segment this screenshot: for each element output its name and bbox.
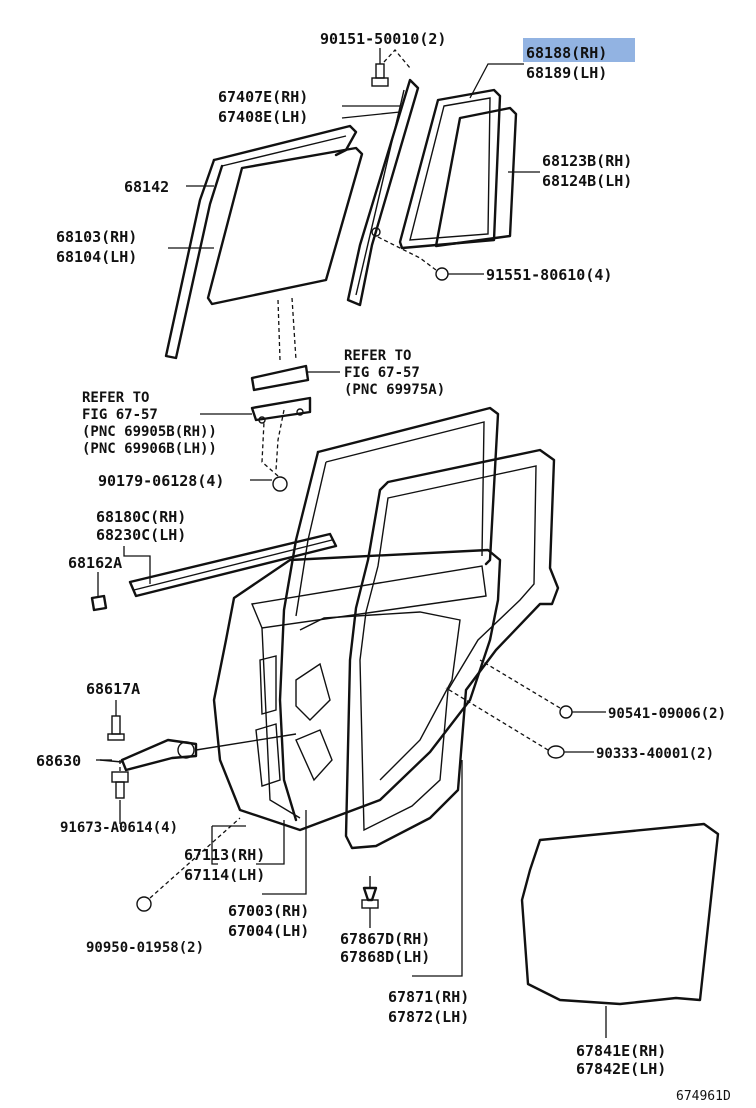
- belt-weatherstrip-68180-drawing: [128, 532, 338, 598]
- label-67872: 67872(LH): [388, 1008, 469, 1026]
- door-check-68630-drawing: [99, 733, 297, 772]
- bolt-91673-drawing: [111, 760, 129, 799]
- ref1-line1: REFER TO: [344, 348, 411, 364]
- label-67113: 67113(RH): [184, 846, 265, 864]
- label-67408: 67408E(LH): [218, 108, 308, 126]
- ref2-line4: (PNC 69906B(LH)): [82, 441, 217, 457]
- label-91673: 91673-A0614(4): [60, 820, 178, 836]
- label-68124: 68124B(LH): [542, 172, 632, 190]
- label-67407: 67407E(RH): [218, 88, 308, 106]
- label-68104: 68104(LH): [56, 248, 137, 266]
- label-67004: 67004(LH): [228, 922, 309, 940]
- label-90151: 90151-50010(2): [320, 30, 446, 48]
- label-68142: 68142: [124, 178, 169, 196]
- division-bar-67407-drawing: [346, 78, 420, 307]
- label-67842: 67842E(LH): [576, 1060, 666, 1078]
- label-68162: 68162A: [68, 554, 122, 572]
- label-68180: 68180C(RH): [96, 508, 186, 526]
- run-channel-68142-drawing: [164, 124, 358, 360]
- channel-69975a-drawing: [250, 364, 310, 392]
- ref1-line3: (PNC 69975A): [344, 382, 445, 398]
- plug-90950-drawing: [136, 817, 241, 912]
- label-67867: 67867D(RH): [340, 930, 430, 948]
- quarter-glass-68123-drawing: [434, 106, 518, 248]
- door-glass-68103-drawing: [206, 146, 364, 306]
- label-90541: 90541-09006(2): [608, 706, 726, 722]
- bolt-68617a-drawing: [107, 715, 125, 741]
- service-cover-67841e-drawing: [520, 822, 720, 1006]
- highlight-box: [523, 38, 635, 62]
- figure-id: 674961D: [676, 1089, 731, 1104]
- label-68188: 68188(RH): [526, 44, 607, 62]
- glass-guide-drawing: [275, 297, 297, 471]
- label-68630: 68630: [36, 752, 81, 770]
- label-90333: 90333-40001(2): [596, 746, 714, 762]
- label-68617: 68617A: [86, 680, 140, 698]
- channel-69905b-drawing: [250, 396, 312, 424]
- label-67114: 67114(LH): [184, 866, 265, 884]
- label-67003: 67003(RH): [228, 902, 309, 920]
- door-weatherstrip-67871-drawing: [344, 448, 560, 850]
- label-68103: 68103(RH): [56, 228, 137, 246]
- bolt-90179-drawing: [261, 421, 288, 492]
- ref2-line2: FIG 67-57: [82, 407, 158, 423]
- label-68189: 68189(LH): [526, 64, 607, 82]
- label-90179: 90179-06128(4): [98, 472, 224, 490]
- label-67868: 67868D(LH): [340, 948, 430, 966]
- clip-68162a-drawing: [90, 594, 108, 612]
- label-67871: 67871(RH): [388, 988, 469, 1006]
- label-68123: 68123B(RH): [542, 152, 632, 170]
- quarter-weatherstrip-68188-drawing: [398, 88, 502, 250]
- clip-67867d-drawing: [361, 876, 379, 909]
- ref2-line1: REFER TO: [82, 390, 149, 406]
- frame-weatherstrip-67113-drawing: [278, 406, 500, 822]
- label-67841: 67841E(RH): [576, 1042, 666, 1060]
- screw-90541-drawing: [479, 659, 573, 719]
- leader-lines: [96, 48, 607, 1038]
- door-panel-67003-drawing: [212, 548, 502, 832]
- ref2-line3: (PNC 69905B(RH)): [82, 424, 217, 440]
- screw-90151-drawing: [371, 49, 411, 87]
- label-68230: 68230C(LH): [96, 526, 186, 544]
- label-90950: 90950-01958(2): [86, 940, 204, 956]
- ref1-line2: FIG 67-57: [344, 365, 420, 381]
- label-91551: 91551-80610(4): [486, 266, 612, 284]
